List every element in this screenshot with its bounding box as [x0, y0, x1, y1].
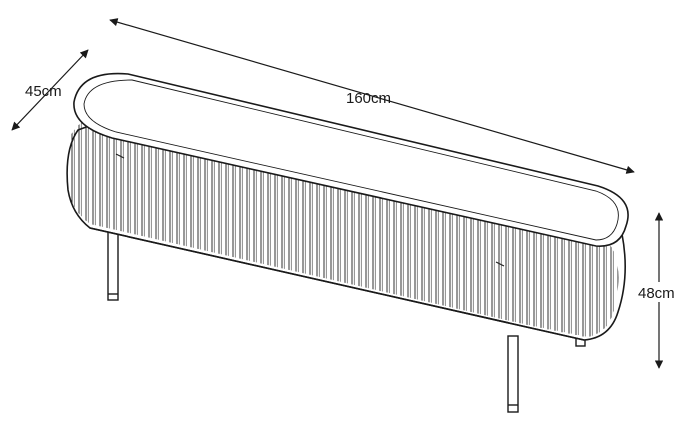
leg-right	[507, 335, 519, 413]
dimension-line-depth	[11, 49, 89, 131]
dimension-line-length	[109, 18, 635, 174]
length-label: 160cm	[346, 90, 391, 107]
height-label-bg	[638, 282, 684, 302]
leg-left	[107, 225, 119, 301]
depth-label: 45cm	[25, 83, 62, 100]
height-label: 48cm	[638, 285, 675, 302]
